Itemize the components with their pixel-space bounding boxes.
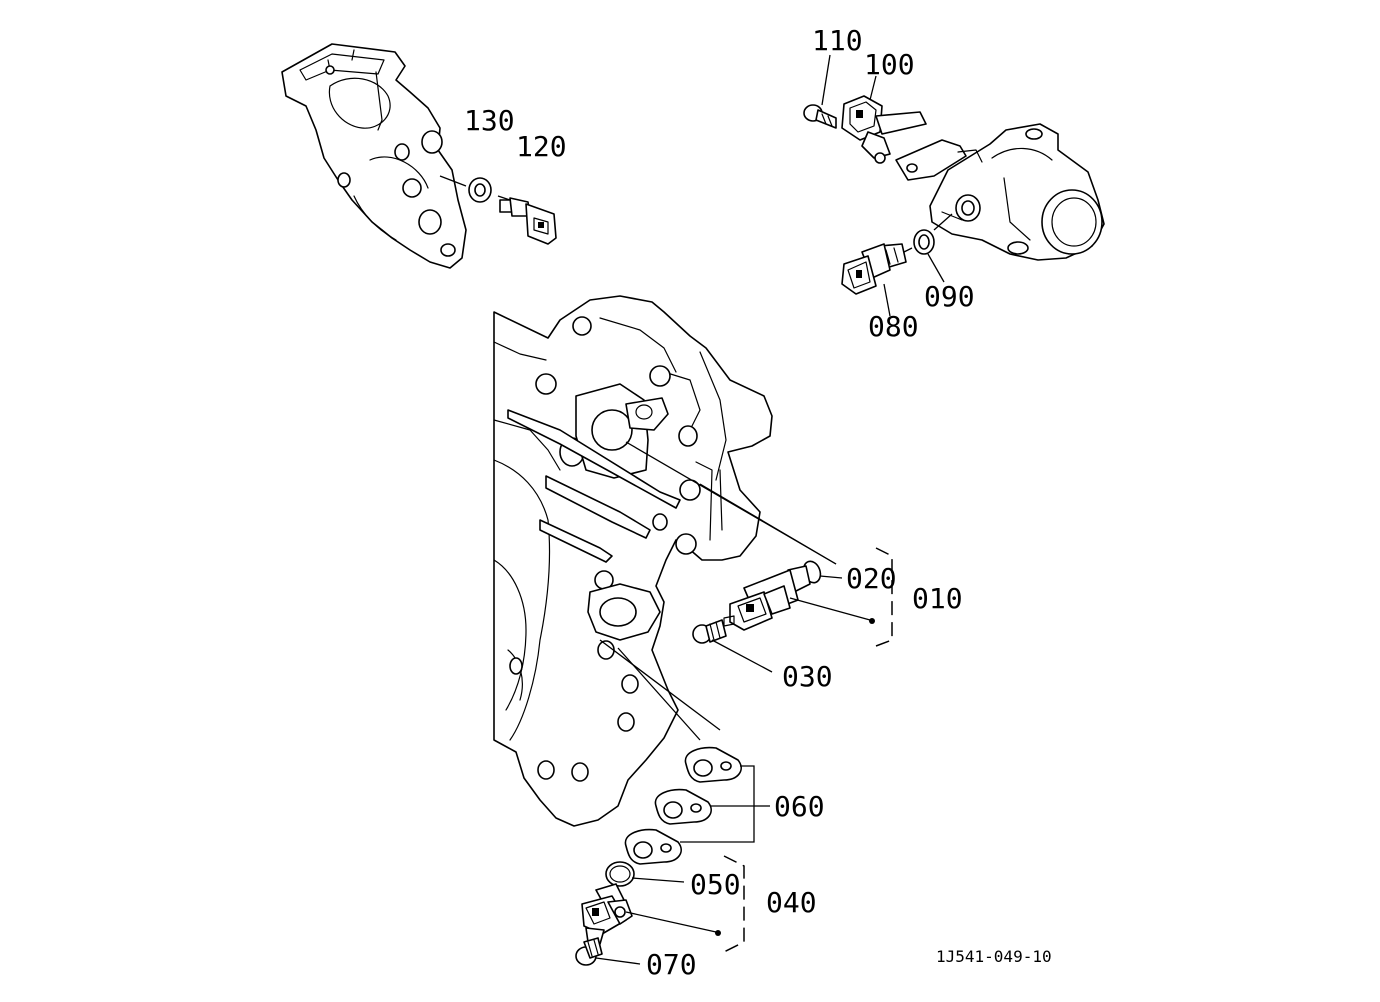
leader-070 — [595, 957, 641, 965]
leader-case-020b — [699, 483, 837, 565]
callout-020: 020 — [846, 562, 897, 595]
callout-090: 090 — [924, 280, 975, 313]
engine-case — [493, 295, 773, 827]
sensor-010 — [723, 565, 811, 631]
leader-020 — [819, 575, 843, 579]
callout-120: 120 — [516, 130, 567, 163]
leader-housing-130 — [439, 175, 467, 187]
callout-110: 110 — [812, 24, 863, 57]
gasket-060-a — [684, 746, 742, 783]
leader-case-gasket-b — [617, 647, 701, 741]
bolt-030 — [692, 619, 727, 644]
oring-050 — [605, 861, 635, 887]
leader-080 — [883, 283, 891, 317]
callout-030: 030 — [782, 660, 833, 693]
leader-010 — [789, 597, 871, 621]
callout-100: 100 — [864, 48, 915, 81]
sensor-040 — [581, 883, 633, 945]
callout-050: 050 — [690, 868, 741, 901]
callout-130: 130 — [464, 104, 515, 137]
top-left-housing — [281, 43, 467, 269]
gasket-060-c — [624, 828, 682, 865]
callout-070: 070 — [646, 948, 697, 981]
washer-090 — [913, 229, 935, 255]
leader-100 — [869, 75, 877, 101]
sensor-080 — [841, 243, 907, 295]
kit-bracket-010 — [875, 547, 893, 647]
bolt-070 — [575, 937, 603, 966]
callout-080: 080 — [868, 310, 919, 343]
bolt-110 — [803, 104, 837, 129]
leader-090-080 — [903, 247, 913, 253]
leader-040 — [625, 911, 717, 933]
washer-130 — [468, 177, 492, 203]
leader-housing-090 — [933, 213, 953, 231]
leader-090 — [927, 253, 945, 283]
kit-010-dot — [869, 618, 875, 624]
kit-040-dot — [715, 930, 721, 936]
kit-bracket-040 — [723, 855, 745, 953]
leader-050 — [631, 877, 685, 883]
leader-case-gasket — [599, 639, 721, 731]
bracket-060 — [680, 765, 755, 843]
callout-060: 060 — [774, 790, 825, 823]
sensor-100 — [841, 95, 927, 164]
callout-040: 040 — [766, 886, 817, 919]
gasket-060-b — [654, 788, 712, 825]
drawing-reference: 1J541-049-10 — [936, 947, 1052, 966]
callout-010: 010 — [912, 582, 963, 615]
top-right-housing — [895, 123, 1105, 261]
sensor-120 — [499, 197, 557, 245]
leader-110 — [821, 54, 831, 106]
leader-030 — [711, 639, 773, 673]
